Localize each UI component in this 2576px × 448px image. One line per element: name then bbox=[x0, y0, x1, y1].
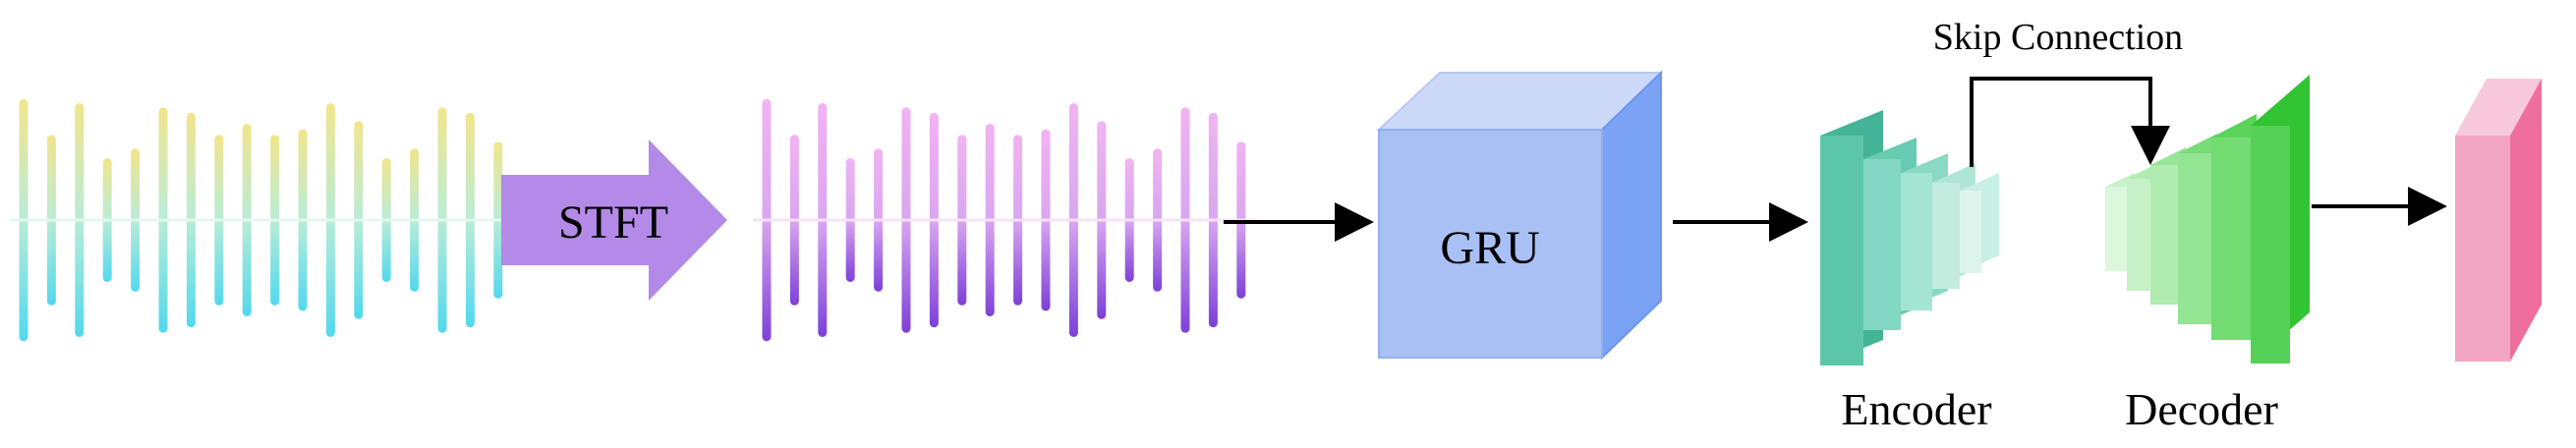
output-front-face bbox=[2455, 136, 2510, 362]
skip-connection: Skip Connection bbox=[1933, 17, 2183, 167]
decoder-layer bbox=[2211, 114, 2257, 340]
gru-label: GRU bbox=[1440, 222, 1539, 274]
encoder-block: Encoder bbox=[1820, 110, 1999, 434]
skip-connection-line bbox=[1970, 77, 2170, 167]
decoder-layer bbox=[2251, 75, 2310, 364]
decoder-layer bbox=[2150, 147, 2186, 305]
decoder-label: Decoder bbox=[2125, 384, 2278, 434]
output-side-face bbox=[2510, 79, 2542, 362]
spectrogram bbox=[753, 98, 1255, 342]
gru-front-face bbox=[1378, 129, 1603, 359]
encoder-label: Encoder bbox=[1841, 384, 1991, 434]
decoder-layer bbox=[2178, 134, 2217, 324]
output-block bbox=[2455, 79, 2542, 362]
output-top-face bbox=[2455, 79, 2542, 136]
stft-label: STFT bbox=[558, 196, 668, 249]
skip-connection-label: Skip Connection bbox=[1933, 17, 2183, 58]
decoder-block: Decoder bbox=[2105, 75, 2310, 434]
gru-block: GRU bbox=[1376, 70, 1664, 361]
stft-arrow-shape bbox=[501, 140, 727, 301]
encoder-layer bbox=[1960, 173, 1999, 273]
stft-arrow: STFT bbox=[501, 140, 727, 301]
input-waveform bbox=[10, 98, 512, 342]
